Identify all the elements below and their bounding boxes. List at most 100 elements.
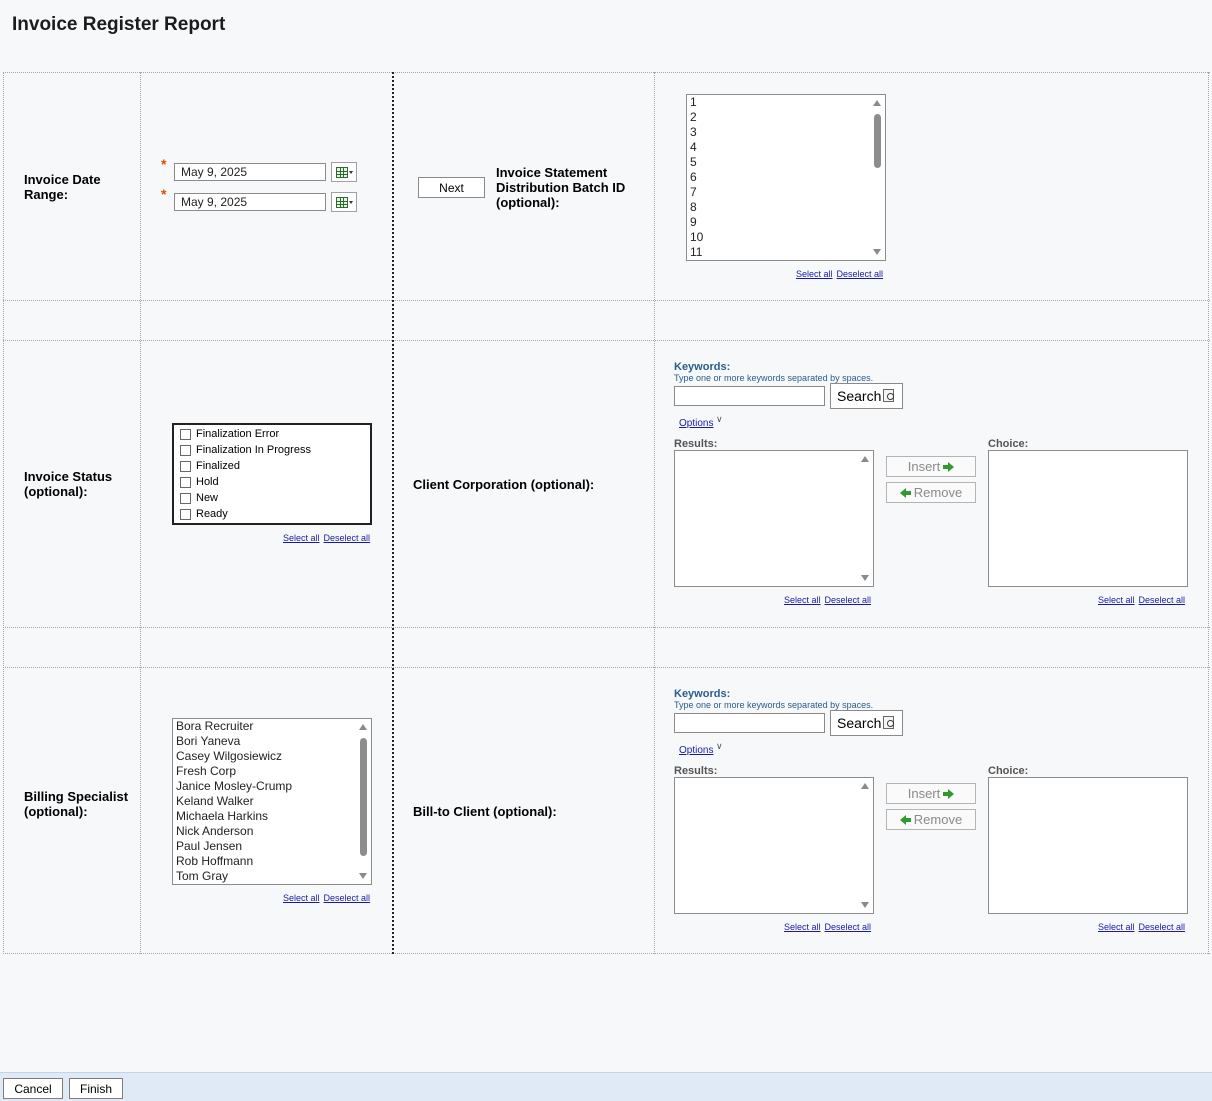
- list-item[interactable]: Keland Walker: [176, 794, 254, 808]
- checkbox[interactable]: [180, 492, 191, 504]
- checkbox[interactable]: [180, 476, 191, 488]
- batch-select-links: Select all Deselect all: [796, 269, 883, 279]
- list-item[interactable]: 2: [690, 110, 697, 124]
- status-option[interactable]: Finalized: [174, 458, 370, 474]
- list-item[interactable]: 10: [690, 230, 704, 244]
- scroll-up-icon[interactable]: [861, 456, 869, 462]
- list-item[interactable]: 1: [690, 95, 697, 109]
- status-option[interactable]: New: [174, 490, 370, 506]
- status-option[interactable]: Finalization In Progress: [174, 442, 370, 458]
- bill-to-search-button[interactable]: Search: [830, 710, 903, 736]
- list-item[interactable]: Rob Hoffmann: [176, 854, 254, 868]
- scroll-down-icon[interactable]: [861, 575, 869, 581]
- list-item[interactable]: Nick Anderson: [176, 824, 254, 838]
- list-item[interactable]: Casey Wilgosiewicz: [176, 749, 283, 763]
- grid-line: [654, 72, 655, 954]
- scroll-down-icon[interactable]: [861, 902, 869, 908]
- scroll-thumb[interactable]: [874, 114, 881, 168]
- list-item[interactable]: 4: [690, 140, 697, 154]
- select-all-link[interactable]: Select all: [1098, 922, 1135, 932]
- list-item[interactable]: 11: [690, 245, 703, 259]
- arrow-left-icon: [899, 487, 911, 498]
- list-item[interactable]: 9: [690, 215, 697, 229]
- deselect-all-link[interactable]: Deselect all: [1138, 595, 1186, 605]
- deselect-all-link[interactable]: Deselect all: [824, 595, 872, 605]
- client-corp-search-input[interactable]: [674, 386, 825, 406]
- bill-to-search-input[interactable]: [674, 713, 825, 733]
- scroll-thumb[interactable]: [360, 738, 367, 856]
- list-item[interactable]: 3: [690, 125, 697, 139]
- deselect-all-link[interactable]: Deselect all: [323, 533, 371, 543]
- scroll-down-icon[interactable]: [873, 249, 881, 255]
- list-item[interactable]: 5: [690, 155, 697, 169]
- client-corp-search-button[interactable]: Search: [830, 383, 903, 409]
- deselect-all-link[interactable]: Deselect all: [824, 922, 872, 932]
- grid-divider: [392, 72, 394, 954]
- scroll-up-icon[interactable]: [861, 783, 869, 789]
- end-date-calendar-button[interactable]: [331, 192, 357, 212]
- checkbox[interactable]: [180, 460, 191, 472]
- list-item[interactable]: Janice Mosley-Crump: [176, 779, 293, 793]
- choice-select-links: Select all Deselect all: [1098, 922, 1185, 932]
- checkbox[interactable]: [180, 428, 191, 440]
- list-item[interactable]: 6: [690, 170, 697, 184]
- list-item[interactable]: Michaela Harkins: [176, 809, 269, 823]
- checkbox[interactable]: [180, 444, 191, 456]
- client-corp-insert-button[interactable]: Insert: [886, 456, 976, 477]
- status-option[interactable]: Hold: [174, 474, 370, 490]
- checkbox[interactable]: [180, 508, 191, 520]
- cancel-button[interactable]: Cancel: [3, 1078, 63, 1099]
- remove-button-label: Remove: [913, 485, 963, 500]
- end-date-input[interactable]: [174, 193, 326, 211]
- client-corp-results-list[interactable]: [674, 450, 874, 587]
- choice-label: Choice:: [988, 438, 1029, 450]
- deselect-all-link[interactable]: Deselect all: [1138, 922, 1186, 932]
- bill-to-options-link[interactable]: Options: [679, 745, 714, 756]
- start-date-input[interactable]: [174, 163, 326, 181]
- deselect-all-link[interactable]: Deselect all: [323, 893, 371, 903]
- list-item[interactable]: Tom Gray: [176, 869, 229, 883]
- status-option[interactable]: Finalization Error: [174, 426, 370, 442]
- list-item[interactable]: Paul Jensen: [176, 839, 243, 853]
- select-all-link[interactable]: Select all: [784, 922, 821, 932]
- scroll-up-icon[interactable]: [873, 100, 881, 106]
- chevron-down-icon[interactable]: ∨: [716, 414, 723, 424]
- bill-to-insert-button[interactable]: Insert: [886, 783, 976, 804]
- next-button[interactable]: Next: [418, 177, 485, 198]
- scroll-down-icon[interactable]: [359, 873, 367, 879]
- scrollbar[interactable]: [870, 96, 884, 259]
- results-select-links: Select all Deselect all: [784, 595, 871, 605]
- list-item[interactable]: 7: [690, 185, 697, 199]
- scrollbar[interactable]: [858, 452, 872, 585]
- select-all-link[interactable]: Select all: [283, 893, 320, 903]
- list-item[interactable]: 8: [690, 200, 697, 214]
- calendar-icon: [335, 166, 348, 178]
- list-item[interactable]: Bora Recruiter: [176, 719, 254, 733]
- start-date-calendar-button[interactable]: [331, 162, 357, 182]
- status-option[interactable]: Ready: [174, 506, 370, 522]
- client-corp-options-link[interactable]: Options: [679, 418, 714, 429]
- client-corp-remove-button[interactable]: Remove: [886, 482, 976, 503]
- bill-to-remove-button[interactable]: Remove: [886, 809, 976, 830]
- list-item[interactable]: Fresh Corp: [176, 764, 237, 778]
- client-corp-choice-list[interactable]: [988, 450, 1188, 587]
- select-all-link[interactable]: Select all: [1098, 595, 1135, 605]
- status-option-label: Finalization Error: [196, 428, 280, 440]
- select-all-link[interactable]: Select all: [796, 269, 833, 279]
- finish-button[interactable]: Finish: [69, 1078, 123, 1099]
- deselect-all-link[interactable]: Deselect all: [836, 269, 884, 279]
- scrollbar[interactable]: [356, 720, 370, 883]
- keywords-hint: Type one or more keywords separated by s…: [674, 700, 874, 710]
- list-item[interactable]: Bori Yaneva: [176, 734, 241, 748]
- chevron-down-icon[interactable]: ∨: [716, 741, 723, 751]
- bill-to-results-list[interactable]: [674, 777, 874, 914]
- search-icon: [883, 716, 896, 730]
- bill-to-choice-list[interactable]: [988, 777, 1188, 914]
- scrollbar[interactable]: [858, 779, 872, 912]
- scroll-up-icon[interactable]: [359, 724, 367, 730]
- select-all-link[interactable]: Select all: [283, 533, 320, 543]
- client-corporation-label: Client Corporation (optional):: [413, 477, 595, 492]
- select-all-link[interactable]: Select all: [784, 595, 821, 605]
